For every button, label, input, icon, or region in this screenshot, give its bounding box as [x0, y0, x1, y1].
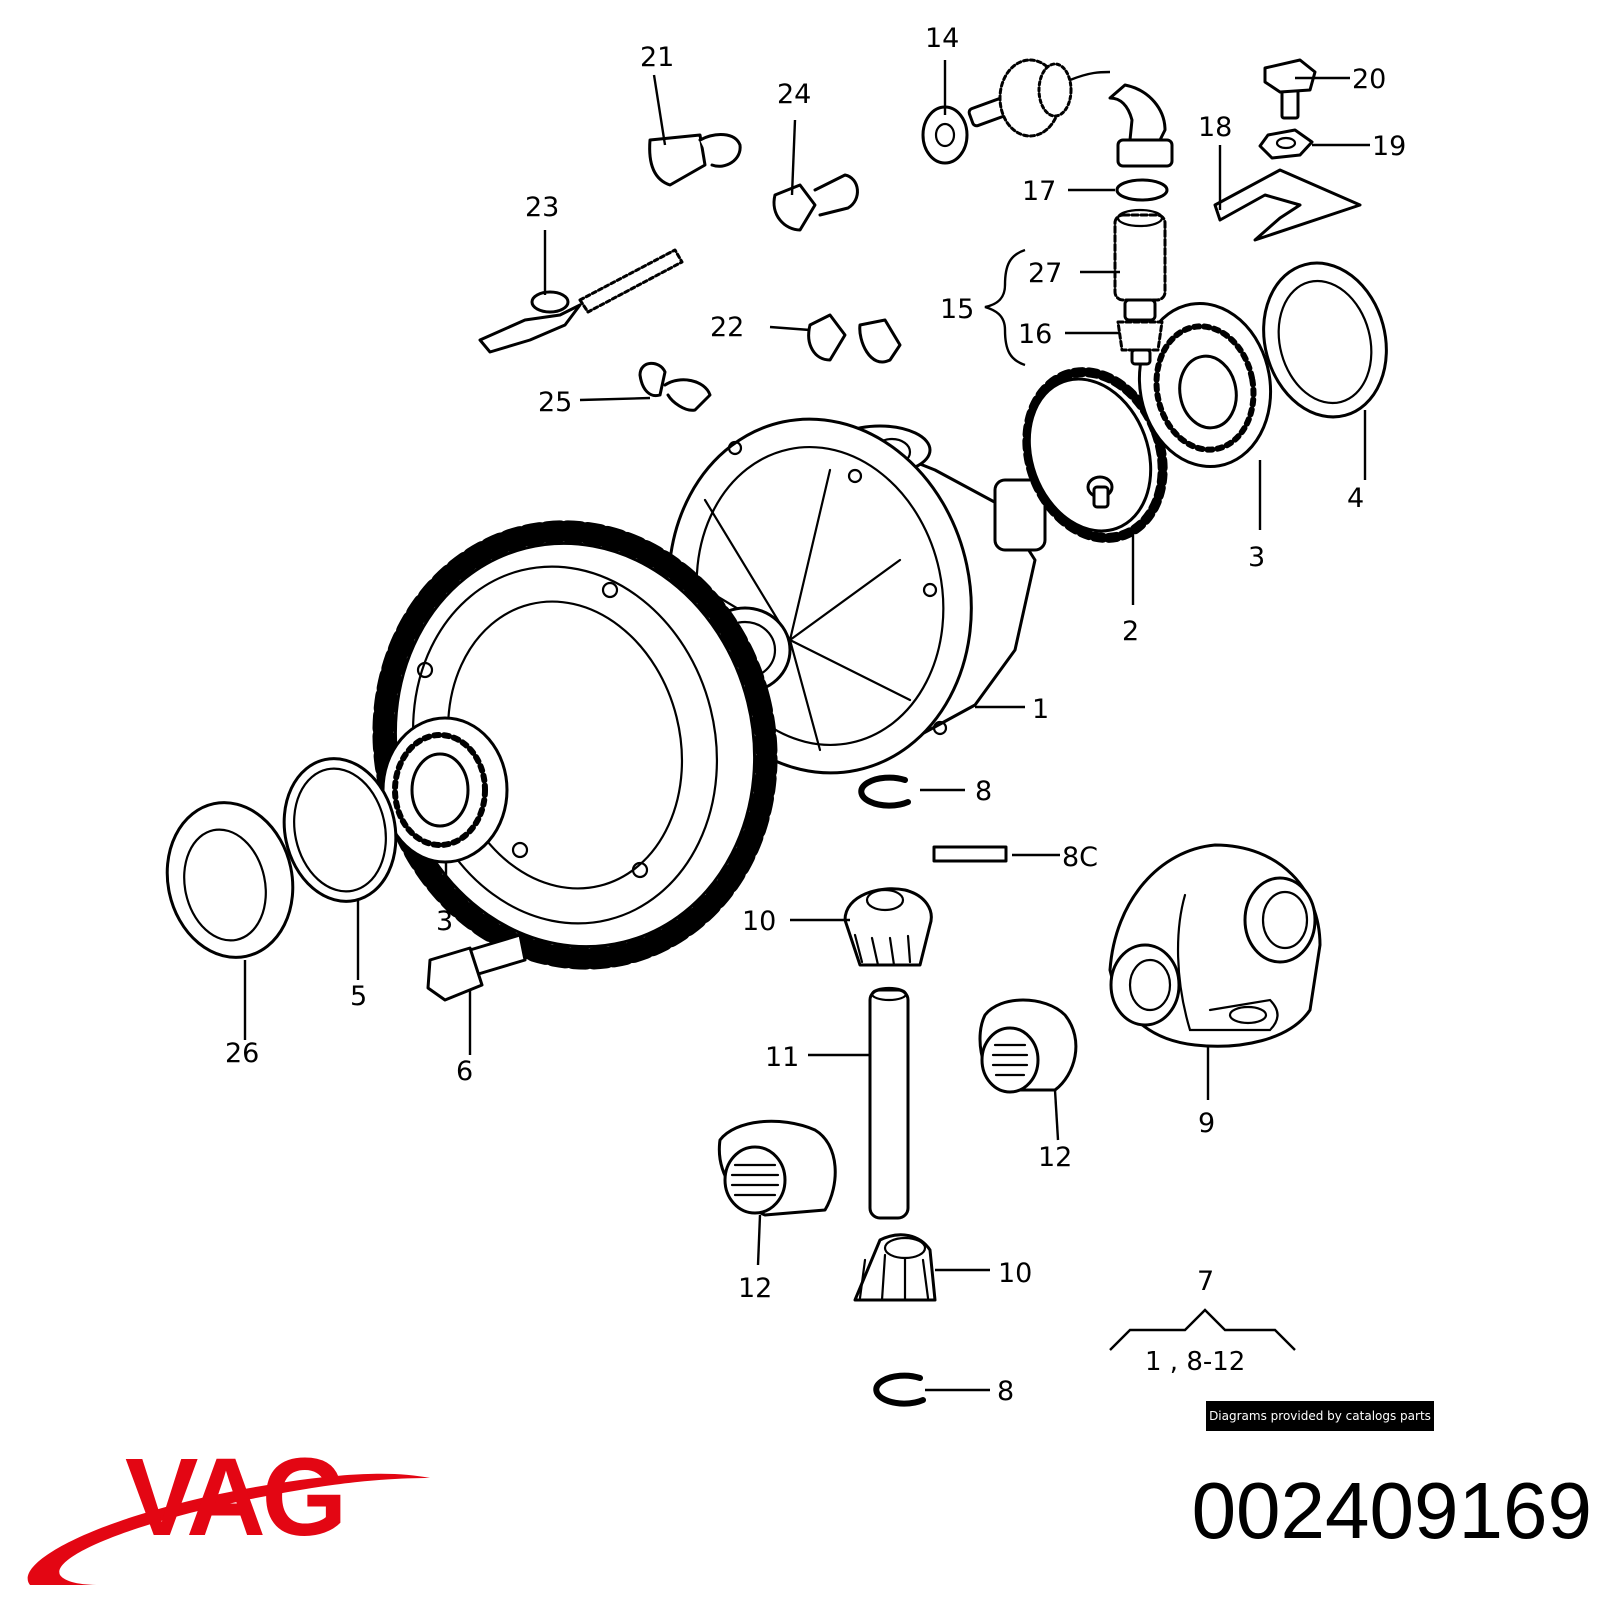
part-12-side-gear-upper — [978, 998, 1078, 1094]
callout-10-lower: 10 — [998, 1258, 1032, 1289]
callout-17: 17 — [1022, 176, 1056, 207]
vag-logo-text: VAG — [125, 1436, 343, 1559]
callout-7: 7 — [1197, 1266, 1214, 1297]
part-2-speedo-drive-gear — [1022, 367, 1168, 543]
part-20-bolt — [1263, 58, 1317, 120]
leader-lines — [243, 60, 1370, 1392]
callout-24: 24 — [777, 79, 811, 110]
callout-5: 5 — [350, 981, 367, 1012]
callout-2: 2 — [1122, 616, 1139, 647]
vag-logo: VAG — [27, 1436, 430, 1585]
part-5-shim-ring — [282, 757, 398, 903]
callout-15: 15 — [940, 294, 974, 325]
part-10-bevel-pinion-upper — [843, 887, 933, 967]
part-8c-pin — [932, 845, 1008, 863]
part-12-side-gear-lower — [717, 1119, 837, 1217]
part-3-bearing-left — [381, 716, 509, 864]
callout-8-upper: 8 — [975, 776, 992, 807]
callout-6: 6 — [456, 1056, 473, 1087]
part-24-clip — [772, 173, 859, 232]
callout-16: 16 — [1018, 319, 1052, 350]
part-16-pinion — [1116, 298, 1164, 366]
part-11-pinion-shaft — [868, 986, 910, 1220]
callout-26: 26 — [225, 1038, 259, 1069]
part-number: 002409169 — [1191, 1466, 1592, 1555]
callout-10-upper: 10 — [742, 906, 776, 937]
callout-12-upper: 12 — [1038, 1142, 1072, 1173]
part-4-seal — [1262, 261, 1388, 419]
callout-4: 4 — [1347, 483, 1364, 514]
part-3-bearing-right — [1137, 301, 1273, 469]
callout-8-lower: 8 — [997, 1376, 1014, 1407]
callout-25: 25 — [538, 387, 572, 418]
part-25-clip — [638, 361, 712, 412]
callout-group-range: 1 , 8-12 — [1145, 1347, 1245, 1377]
part-10-bevel-pinion-lower — [853, 1233, 937, 1302]
part-8-circlip-lower — [873, 1372, 926, 1407]
callout-11: 11 — [765, 1042, 799, 1073]
callout-9: 9 — [1198, 1108, 1215, 1139]
diagram-credit: Diagrams provided by catalogs parts — [1206, 1401, 1434, 1431]
callout-21: 21 — [640, 42, 674, 73]
callout-20: 20 — [1352, 64, 1386, 95]
part-6-bolt — [426, 933, 527, 1002]
part-8-circlip-upper — [858, 774, 911, 809]
part-18-retaining-plate — [1213, 168, 1362, 242]
callout-1: 1 — [1032, 694, 1049, 725]
part-19-nut — [1258, 128, 1314, 160]
callout-22: 22 — [710, 312, 744, 343]
callout-19: 19 — [1372, 131, 1406, 162]
part-27-drive-pinion — [1113, 208, 1167, 302]
callout-3-right: 3 — [1248, 542, 1265, 573]
part-9-differential-cage — [1108, 843, 1322, 1048]
part-22-clip — [807, 313, 902, 364]
part-21-clip — [648, 133, 742, 187]
part-23-cable-tie — [478, 248, 684, 354]
part-26-seal — [165, 801, 295, 959]
callout-18: 18 — [1198, 112, 1232, 143]
callout-23: 23 — [525, 192, 559, 223]
callout-labels: 21 24 14 20 19 18 17 23 27 15 16 22 25 4… — [225, 23, 1406, 1407]
part-17-o-ring — [1115, 178, 1169, 202]
part-14-speedometer-sender — [921, 58, 1174, 168]
callout-27: 27 — [1028, 258, 1062, 289]
callout-14: 14 — [925, 23, 959, 54]
callout-12-lower: 12 — [738, 1273, 772, 1304]
callout-3-left: 3 — [436, 906, 453, 937]
callout-8c: 8C — [1062, 842, 1098, 873]
